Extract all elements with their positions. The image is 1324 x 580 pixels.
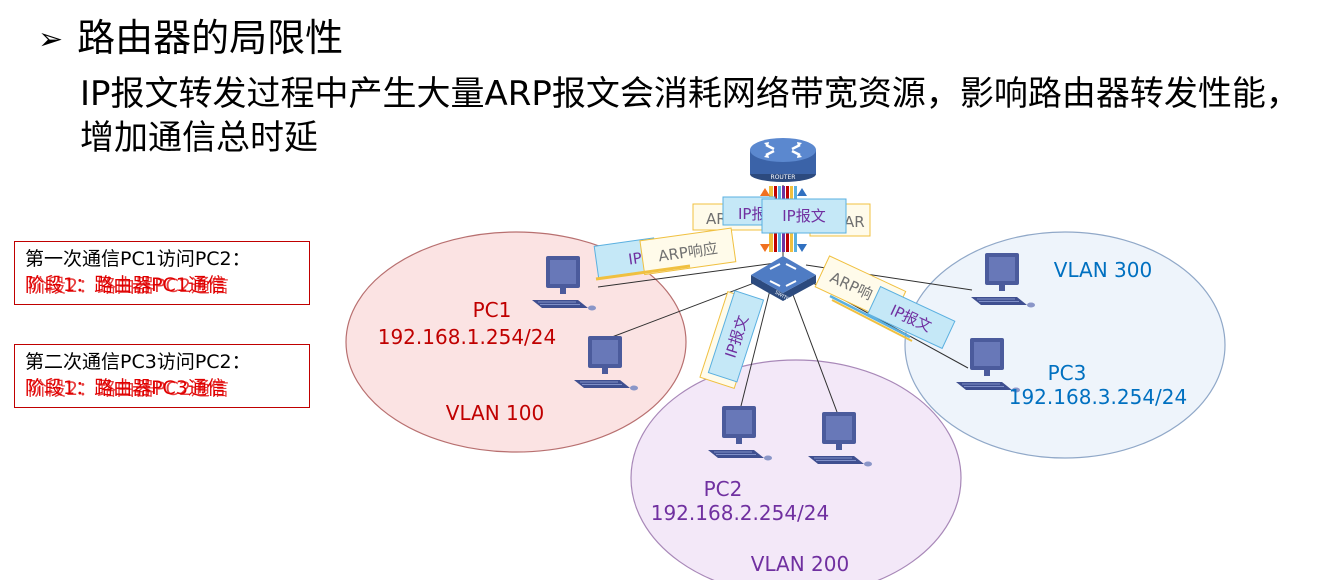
router-icon: ROUTER [750, 138, 816, 182]
svg-text:IP: IP [627, 249, 643, 269]
svg-text:AR: AR [844, 213, 865, 231]
svg-text:IP报文: IP报文 [782, 207, 825, 225]
packet-ip-router-2: IP报文 [761, 198, 847, 234]
arrow-right-icon: ➢ [38, 22, 64, 57]
pc1-ip: 192.168.1.254/24 [378, 325, 557, 349]
vlan-300-area [904, 231, 1226, 459]
stage-1-text: 阶段1：路由器PC3通信 [25, 377, 226, 399]
vlan-200-label: VLAN 200 [751, 552, 849, 576]
vlan-300-label: VLAN 300 [1054, 258, 1152, 282]
stage-1-text: 阶段1：路由器PC1通信 [25, 274, 226, 296]
second-communication-box: 第二次通信PC3访问PC2： 阶段1：路由器PC3通信 阶段2：路由器PC2通信 [14, 344, 310, 408]
pc2-name: PC2 [704, 477, 743, 501]
vlan-200-area [630, 359, 962, 580]
second-communication-stage: 阶段1：路由器PC3通信 阶段2：路由器PC2通信 [25, 375, 309, 403]
arp-arrow-pc1 [595, 264, 691, 281]
slide-title: ➢ 路由器的局限性 [38, 10, 343, 68]
stage-2-text: 阶段2：路由器PC2通信 [28, 275, 229, 297]
first-communication-stage: 阶段1：路由器PC1通信 阶段2：路由器PC2通信 [25, 272, 309, 300]
pc3-name: PC3 [1048, 361, 1087, 385]
arp-arrow-pc3 [831, 299, 913, 342]
first-communication-box: 第一次通信PC1访问PC2： 阶段1：路由器PC1通信 阶段2：路由器PC2通信 [14, 241, 310, 305]
pc1-name: PC1 [473, 298, 512, 322]
ip-arrow-pc3 [829, 294, 911, 339]
switch-icon: SWITCH [751, 256, 816, 305]
slide-title-text: 路由器的局限性 [77, 16, 344, 60]
pc2-ip: 192.168.2.254/24 [651, 501, 830, 525]
first-communication-title: 第一次通信PC1访问PC2： [25, 248, 251, 270]
stage-2-text: 阶段2：路由器PC2通信 [28, 378, 229, 400]
packet-arp-pc1: ARP响应 [639, 227, 737, 276]
pc3-ip: 192.168.3.254/24 [1009, 385, 1188, 409]
svg-text:AR: AR [706, 210, 727, 228]
router-label: ROUTER [771, 174, 796, 181]
svg-text:IP报: IP报 [738, 205, 766, 223]
second-communication-title: 第二次通信PC3访问PC2： [25, 351, 251, 373]
vlan-100-label: VLAN 100 [446, 401, 544, 425]
slide-body-text: IP报文转发过程中产生大量ARP报文会消耗网络带宽资源，影响路由器转发性能，增加… [80, 74, 1300, 158]
packet-ip-pc2: IP报文 [707, 290, 765, 383]
